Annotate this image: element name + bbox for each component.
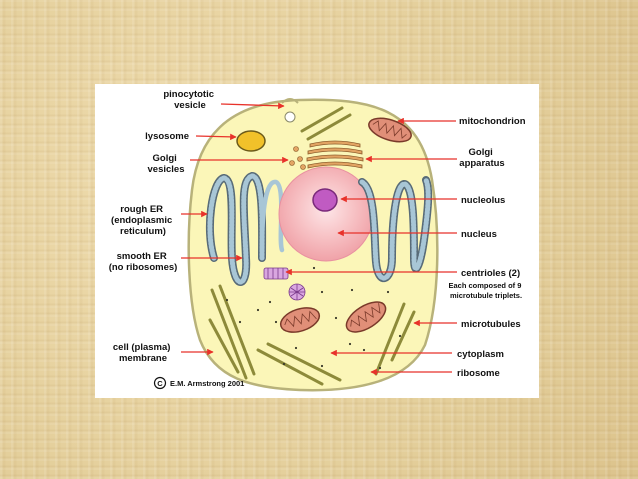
label-cell-membrane: cell (plasma) membrane — [113, 342, 173, 364]
mitochondrion-lower-left — [279, 307, 321, 333]
label-centrioles-note: Each composed of 9 microtubule triplets. — [448, 281, 523, 300]
label-cytoplasm: cytoplasm — [457, 349, 504, 360]
rough-er-right — [358, 176, 433, 282]
golgi-vesicles — [289, 146, 306, 170]
label-mitochondrion: mitochondrion — [459, 116, 526, 127]
svg-text:C: C — [157, 379, 163, 388]
nucleolus — [312, 188, 338, 212]
copyright: C E.M. Armstrong 2001 — [153, 376, 244, 390]
label-nucleolus: nucleolus — [461, 195, 505, 206]
label-rough-er: rough ER (endoplasmic reticulum) — [111, 204, 175, 237]
rough-er — [205, 171, 267, 286]
label-microtubules: microtubules — [461, 319, 521, 330]
label-pinocytotic-vesicle: pinocytotic vesicle — [163, 89, 216, 111]
copyright-text: E.M. Armstrong 2001 — [170, 379, 244, 388]
label-nucleus: nucleus — [461, 229, 497, 240]
centrioles — [263, 267, 306, 301]
smooth-er — [259, 179, 285, 253]
label-centrioles: centrioles (2) — [461, 268, 520, 279]
golgi-apparatus — [306, 140, 364, 169]
pinocytotic-vesicle — [284, 111, 296, 123]
lysosome — [236, 130, 266, 152]
label-ribosome: ribosome — [457, 368, 500, 379]
label-golgi-apparatus: Golgi apparatus — [459, 147, 504, 169]
arrows-right — [285, 117, 457, 376]
mitochondrion-lower-right — [345, 301, 387, 333]
ribosomes — [225, 266, 402, 370]
arrows-left — [181, 102, 289, 356]
label-lysosome: lysosome — [145, 131, 189, 142]
label-smooth-er: smooth ER (no ribosomes) — [109, 251, 178, 273]
copyright-icon — [153, 376, 167, 390]
label-golgi-vesicles: Golgi vesicles — [148, 153, 185, 175]
microtubules — [208, 106, 416, 386]
